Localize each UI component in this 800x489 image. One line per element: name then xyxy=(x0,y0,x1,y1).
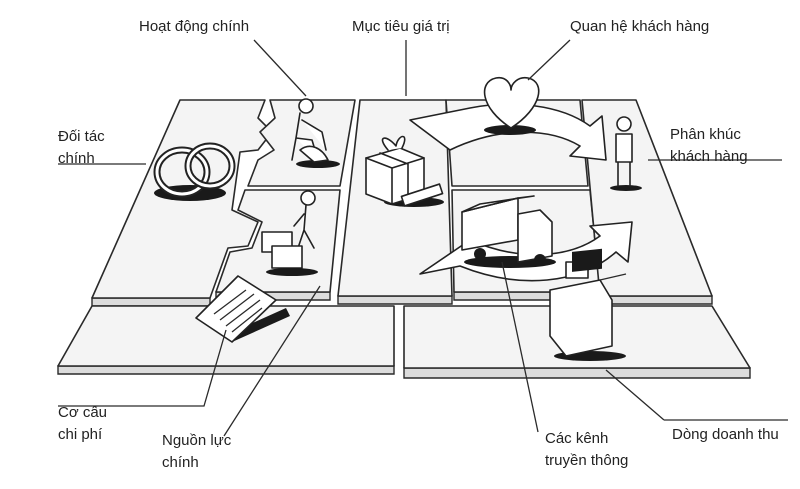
key-partners-label: Đối tác chính xyxy=(58,128,105,167)
key-resources-label: Nguồn lực chính xyxy=(162,432,232,471)
heart-icon xyxy=(483,76,540,135)
interlocked-rings-icon xyxy=(153,142,236,201)
delivery-truck-icon xyxy=(461,195,556,268)
value-propositions-label: Mục tiêu giá trị xyxy=(352,18,450,35)
revenue-streams-label: Dòng doanh thu xyxy=(672,426,779,443)
gift-box-icon xyxy=(365,135,444,207)
worker-icon xyxy=(291,98,340,168)
person-icon xyxy=(610,116,642,191)
invoice-icon xyxy=(195,275,290,343)
cost-structure-label: Cơ cấu chi phí xyxy=(58,404,108,443)
cash-register-icon xyxy=(549,248,627,361)
channels-label: Các kênh truyền thông xyxy=(545,430,629,469)
key-activities-label: Hoạt động chính xyxy=(139,18,250,35)
forklift-worker-icon xyxy=(261,190,318,276)
callout-lines xyxy=(58,39,788,437)
customer-relationships-label: Quan hệ khách hàng xyxy=(570,18,710,35)
customer-segments-label: Phân khúc khách hàng xyxy=(670,126,748,165)
